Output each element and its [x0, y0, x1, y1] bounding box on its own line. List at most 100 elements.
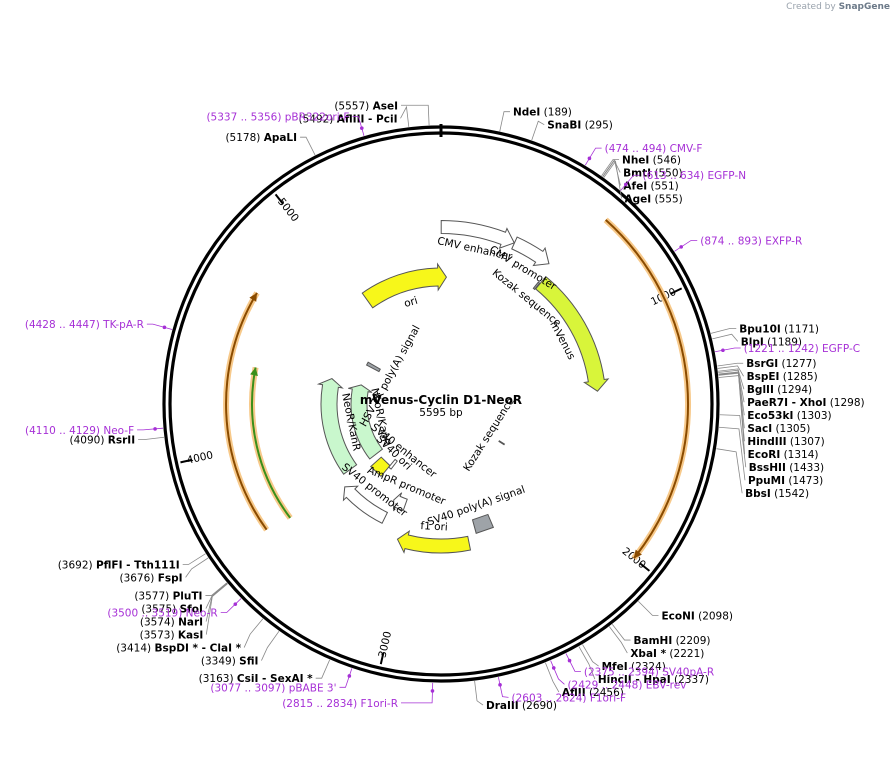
primer-range: (1221 .. 1242)	[744, 343, 822, 355]
site-leader	[531, 120, 545, 141]
feature-sv40-ori	[370, 456, 391, 478]
site-pos: (1473)	[785, 475, 823, 487]
feature-sv40-promoter	[342, 485, 389, 524]
site-pos: (3676)	[119, 572, 157, 584]
primer-name: pBABE 3'	[289, 682, 337, 694]
site-leader	[499, 111, 510, 132]
site-pos: (4090)	[70, 435, 108, 447]
site-name: PpuMI	[748, 475, 785, 487]
site-name: NarI	[178, 617, 203, 629]
site-leader	[545, 662, 560, 693]
feature-label: HSV TK poly(A) signal	[358, 323, 423, 429]
feature-kozak-1	[532, 281, 541, 291]
cut-site-label: DraIII (2690)	[486, 700, 557, 712]
site-name: SacI	[747, 423, 772, 435]
site-name: SnaBI	[547, 120, 581, 132]
cut-site-label: AgeI (555)	[625, 193, 683, 205]
primer-mark	[624, 182, 628, 187]
primer-mark	[498, 683, 502, 687]
primer-name: TK-pA-R	[102, 319, 144, 331]
plasmid-name: mVenus-Cyclin D1-NeoR	[360, 393, 522, 407]
credit-prefix: Created by	[786, 2, 836, 12]
site-leader	[718, 372, 745, 442]
cut-site-label: (3692) PflFI - Tth111I	[58, 559, 180, 571]
primer-range: (2815 .. 2834)	[282, 698, 360, 710]
primer-mark	[567, 658, 572, 663]
cut-site-label: BamHI (2209)	[634, 635, 711, 647]
site-name: DraIII	[486, 700, 519, 712]
feature-cmv-enhancer	[440, 219, 515, 249]
cut-site-label: (5492) AflIII - PciI	[298, 113, 397, 125]
cut-site-label: BbsI (1542)	[745, 488, 809, 500]
site-pos: (1298)	[826, 397, 864, 409]
site-name: BssHII	[749, 462, 786, 474]
site-leader	[261, 630, 280, 661]
site-pos: (1171)	[781, 323, 819, 335]
feature-label: f1 ori	[420, 520, 448, 534]
site-pos: (1307)	[787, 436, 825, 448]
site-pos: (189)	[540, 107, 572, 119]
site-pos: (2098)	[695, 610, 733, 622]
site-leader	[205, 582, 228, 596]
primer-label: (474 .. 494) CMV-F	[605, 143, 703, 155]
site-pos: (3575)	[141, 604, 179, 616]
primer-name: F1ori-R	[361, 698, 398, 710]
cut-site-label: (3676) FspI	[119, 572, 182, 584]
primer-label: (4428 .. 4447) TK-pA-R	[25, 319, 144, 331]
site-leader	[401, 104, 430, 126]
site-leader	[611, 624, 631, 641]
site-name: AflII	[562, 687, 586, 699]
site-pos: (1305)	[772, 423, 810, 435]
primer-range: (4110 .. 4129)	[25, 425, 103, 437]
cut-site-label: MfeI (2324)	[602, 661, 666, 673]
orf-head	[249, 292, 257, 302]
primer-range: (5337 .. 5356)	[206, 112, 284, 124]
site-pos: (2337)	[671, 674, 709, 686]
cut-site-label: AflII (2456)	[562, 687, 624, 699]
orf-head	[250, 367, 258, 376]
feature-sv40-enhancer	[388, 458, 398, 470]
site-name: XbaI *	[630, 648, 666, 660]
cut-site-label: (3574) NarI	[140, 617, 203, 629]
primer-leader	[220, 598, 242, 613]
site-leader	[608, 626, 628, 654]
cut-site-label: EcoNI (2098)	[661, 610, 733, 622]
site-name: FspI	[158, 572, 183, 584]
site-leader	[138, 436, 165, 440]
site-name: NheI	[622, 154, 649, 166]
site-leader	[718, 375, 746, 455]
site-name: HincII - HpaI	[598, 674, 671, 686]
primer-leader	[401, 682, 434, 704]
site-leader	[603, 160, 622, 199]
cut-site-label: (3573) KasI	[140, 630, 204, 642]
site-pos: (546)	[649, 154, 681, 166]
primer-range: (2603 .. 2624)	[512, 692, 590, 704]
cut-site-label: Eco53kI (1303)	[747, 410, 831, 422]
site-leader	[718, 371, 745, 416]
tick-mark	[274, 193, 284, 205]
site-leader	[315, 659, 331, 679]
plasmid-length: 5595 bp	[419, 407, 463, 419]
site-leader	[300, 136, 316, 156]
primer-name: EGFP-N	[708, 170, 747, 182]
site-leader	[400, 105, 410, 127]
cut-site-label: PpuMI (1473)	[748, 475, 823, 487]
site-pos: (1294)	[774, 384, 812, 396]
site-pos: (5557)	[334, 100, 372, 112]
site-pos: (3414)	[116, 643, 154, 655]
primer-label: (3077 .. 3097) pBABE 3'	[210, 682, 336, 694]
primer-mark	[233, 602, 238, 606]
site-pos: (1303)	[793, 410, 831, 422]
site-name: PaeR7I - XhoI	[747, 397, 826, 409]
site-pos: (3349)	[201, 656, 239, 668]
site-pos: (3574)	[140, 617, 178, 629]
site-leader	[601, 159, 620, 177]
site-leader	[474, 680, 484, 706]
site-leader	[578, 646, 596, 680]
primer-name: F1ori-F	[590, 692, 626, 704]
orf-line	[605, 219, 690, 560]
cut-site-label: HincII - HpaI (2337)	[598, 674, 709, 686]
primer-range: (2429 .. 2448)	[567, 679, 645, 691]
site-name: BglII	[747, 384, 774, 396]
